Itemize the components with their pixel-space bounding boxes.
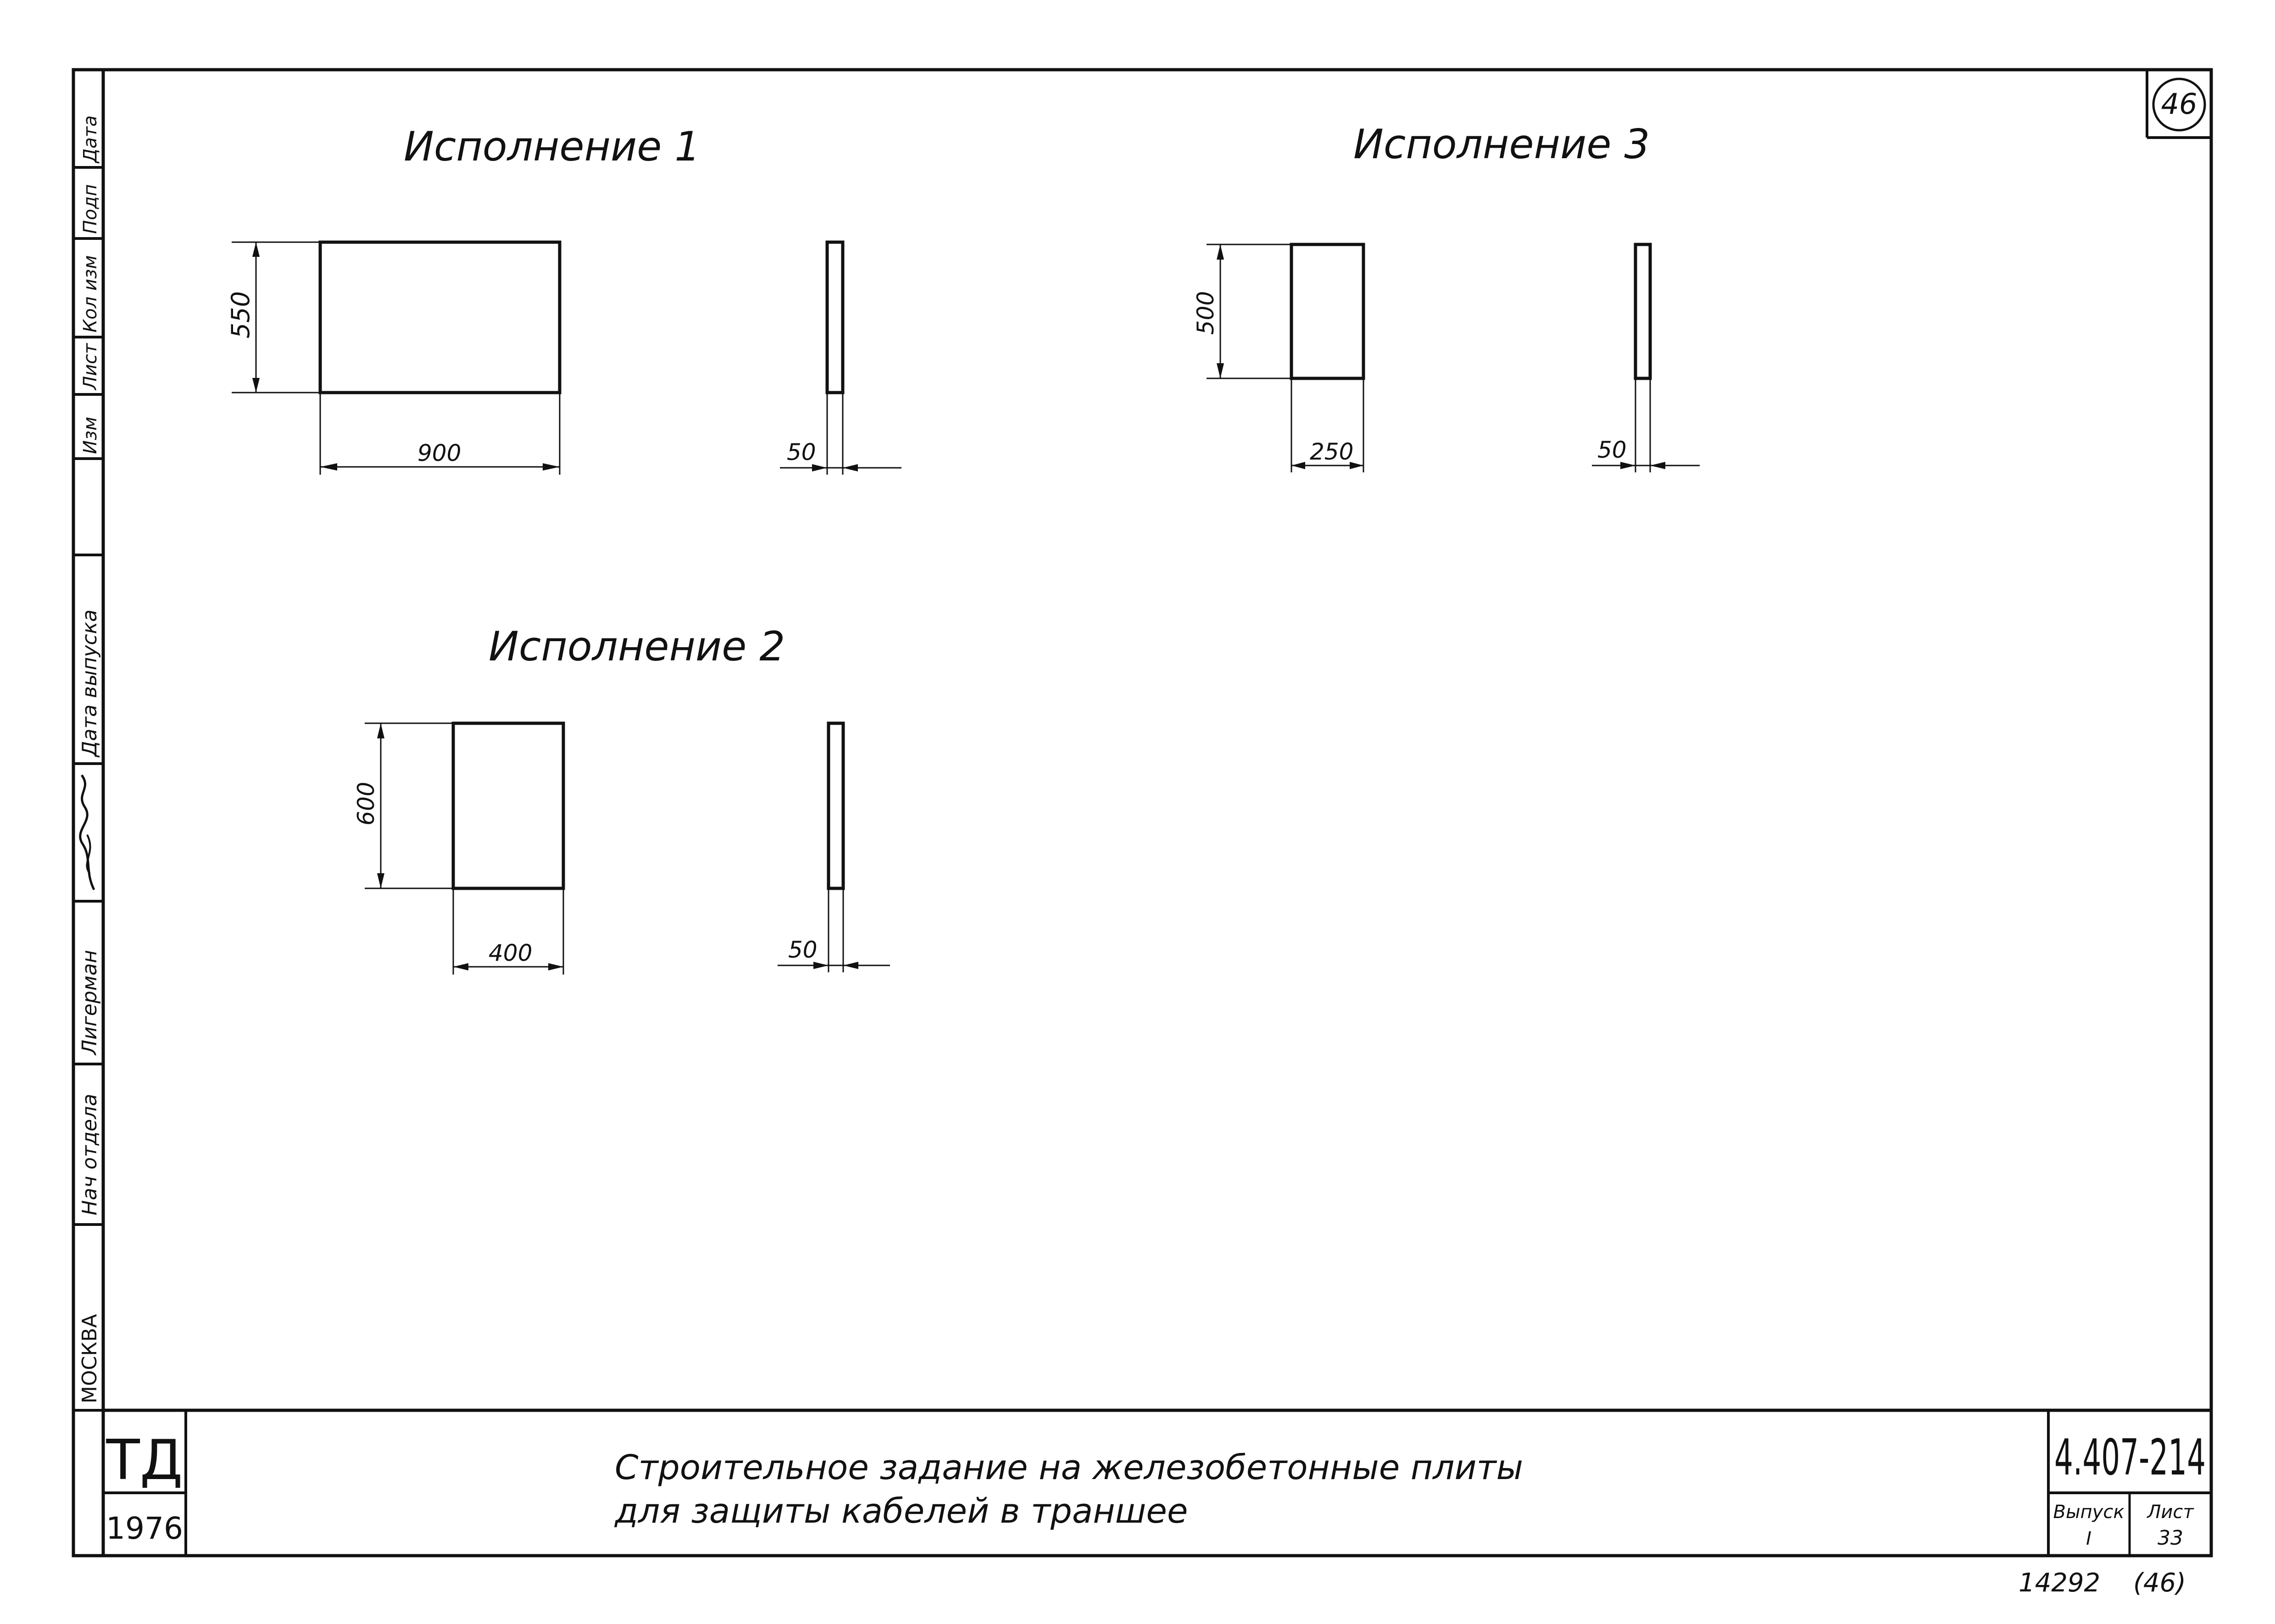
variant-1-side-view: [825, 240, 845, 394]
variant-2-width-dim: 400: [489, 940, 532, 966]
variant-1: Исполнение 1 550 900 50: [226, 123, 901, 475]
footer: 14292 (46): [2019, 1568, 2186, 1598]
sheet-frame: [72, 68, 2213, 1557]
variant-2-height-dim: 600: [353, 782, 379, 826]
stamp-city: МОСКВА: [78, 1314, 101, 1403]
variant-3-front-view: [1290, 243, 1365, 380]
variant-1-width-dim: 900: [417, 440, 461, 466]
issue-value: I: [2086, 1528, 2091, 1549]
signature-image: [79, 774, 95, 891]
variant-2-side-view: [827, 721, 845, 890]
variant-3-width-dim: 250: [1310, 438, 1353, 465]
stamp-rev-label-change: Изм: [80, 417, 101, 454]
variant-2-front-view: [451, 721, 565, 890]
org-code: ТД: [106, 1429, 183, 1492]
stamp-rev-label-count: Кол изм: [80, 255, 101, 333]
variant-2-title: Исполнение 2: [489, 623, 785, 670]
variant-2: Исполнение 2 600 400 50: [353, 623, 890, 975]
year: 1976: [106, 1511, 183, 1546]
variant-1-front-view: [318, 240, 562, 394]
inventory-number: 14292: [2019, 1568, 2100, 1598]
stamp-surname: Лигерман: [78, 950, 101, 1056]
sheet-reference: (46): [2133, 1568, 2186, 1598]
variant-3-thickness-dim: 50: [1597, 437, 1627, 463]
stamp-rev-label-date: Дата: [80, 115, 101, 164]
stamp-rev-label-sign: Подп: [80, 184, 101, 234]
variant-3-title: Исполнение 3: [1353, 121, 1650, 168]
variant-2-thickness-dim: 50: [788, 937, 818, 963]
drawing-title-line-2: для защиты кабелей в траншее: [614, 1491, 1188, 1531]
drawing-title-line-1: Строительное задание на железобетонные п…: [615, 1448, 1523, 1487]
sheet-label: Лист: [2146, 1502, 2194, 1523]
stamp-release-date-label: Дата выпуска: [78, 610, 101, 758]
stamp-rev-label-sheet: Лист: [80, 343, 101, 391]
sheet-value: 33: [2158, 1526, 2183, 1550]
side-stamp: МОСКВА Нач отдела Лигерман Дата выпуска …: [73, 115, 103, 1412]
variant-3-height-dim: 500: [1192, 291, 1219, 335]
variant-1-title: Исполнение 1: [404, 123, 700, 170]
variant-3: Исполнение 3 500 250 50: [1192, 121, 1700, 472]
variant-1-thickness-dim: 50: [787, 439, 816, 466]
sheet-number: 46: [2161, 87, 2197, 121]
title-block: ТД 1976 Строительное задание на железобе…: [103, 1408, 2211, 1556]
variant-3-side-view: [1634, 243, 1652, 380]
variant-1-height-dim: 550: [226, 291, 255, 338]
stamp-dept-head-label: Нач отдела: [78, 1094, 101, 1215]
sheet-number-box: 46: [2146, 70, 2211, 139]
issue-label: Выпуск: [2053, 1502, 2125, 1523]
document-code: 4.407-214: [2054, 1429, 2206, 1486]
